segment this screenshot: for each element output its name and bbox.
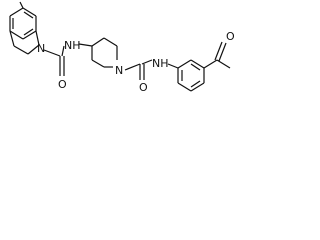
methyl-group xyxy=(19,1,24,9)
chemical-structure-diagram: NH N O N O NH O xyxy=(9,1,235,94)
atom-label-n-piperidine: N xyxy=(115,64,123,77)
atom-label-nh-left: NH xyxy=(64,39,81,52)
atom-label-n-indoline: N xyxy=(37,42,45,55)
indoline-five-ring xyxy=(9,30,40,55)
atom-label-o-acetyl: O xyxy=(226,30,235,43)
atom-label-o-left: O xyxy=(58,78,67,91)
atom-label-o-right: O xyxy=(139,81,148,94)
piperidine-ring xyxy=(91,37,118,68)
atom-label-nh-right: NH xyxy=(152,57,169,70)
acetylphenyl-ring xyxy=(177,59,205,92)
left-urea-bonds xyxy=(43,43,93,76)
right-urea-bonds xyxy=(124,59,179,80)
acetyl-group xyxy=(203,41,231,69)
indoline-benzene-ring xyxy=(9,7,37,40)
